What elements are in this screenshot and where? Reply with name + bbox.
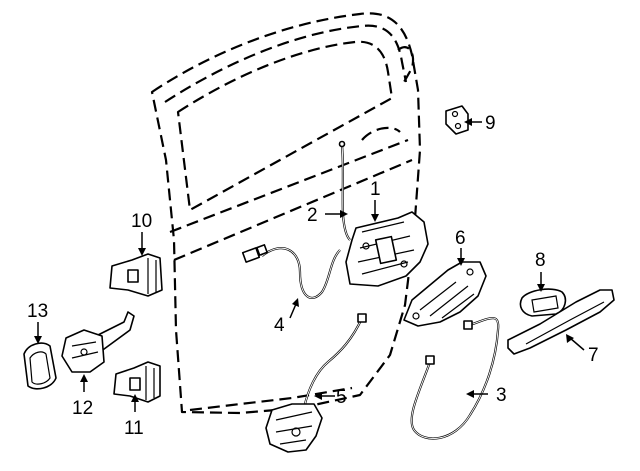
callout-8: 8	[535, 250, 546, 271]
striker-part	[445, 105, 469, 135]
door-lock-actuator-part	[345, 211, 429, 287]
handle-cable-part	[410, 317, 500, 440]
callout-7: 7	[588, 345, 599, 366]
upper-hinge-part	[109, 253, 163, 297]
callout-10: 10	[131, 211, 152, 232]
callout-2: 2	[307, 205, 318, 226]
handle-frame-part	[403, 261, 487, 327]
callout-13: 13	[27, 301, 48, 322]
callout-5: 5	[336, 387, 347, 408]
callout-3: 3	[496, 385, 507, 406]
check-cover-part	[23, 342, 57, 390]
leader-lines	[34, 118, 585, 412]
callout-4: 4	[274, 315, 285, 336]
callout-6: 6	[455, 228, 466, 249]
callout-labels: 1 2 3 4 5 6 7 8 9 10 11 12 13	[27, 113, 599, 439]
outside-handle-part	[507, 289, 615, 355]
door-check-part	[61, 311, 135, 373]
door-outline	[150, 12, 422, 415]
wiring-harness-part	[241, 244, 341, 299]
callout-11: 11	[124, 418, 144, 439]
lower-hinge-part	[113, 361, 161, 403]
callout-9: 9	[485, 113, 496, 134]
callout-12: 12	[72, 398, 93, 419]
door-latch-part	[265, 313, 367, 453]
callout-1: 1	[370, 179, 381, 200]
